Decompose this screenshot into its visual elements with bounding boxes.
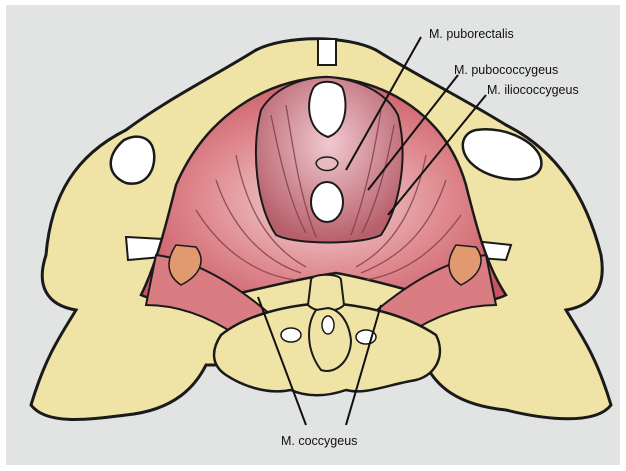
label-iliococcygeus: M. iliococcygeus: [487, 83, 579, 97]
label-pubococcygeus: M. pubococcygeus: [454, 63, 558, 77]
anal-opening: [311, 182, 343, 222]
label-puborectalis: M. puborectalis: [429, 27, 514, 41]
urethral-opening: [309, 82, 345, 137]
pubic-symphysis: [318, 39, 336, 65]
vaginal-opening: [316, 157, 338, 171]
label-coccygeus: M. coccygeus: [281, 434, 357, 448]
illustration-canvas: M. puborectalis M. pubococcygeus M. ilio…: [6, 5, 620, 465]
